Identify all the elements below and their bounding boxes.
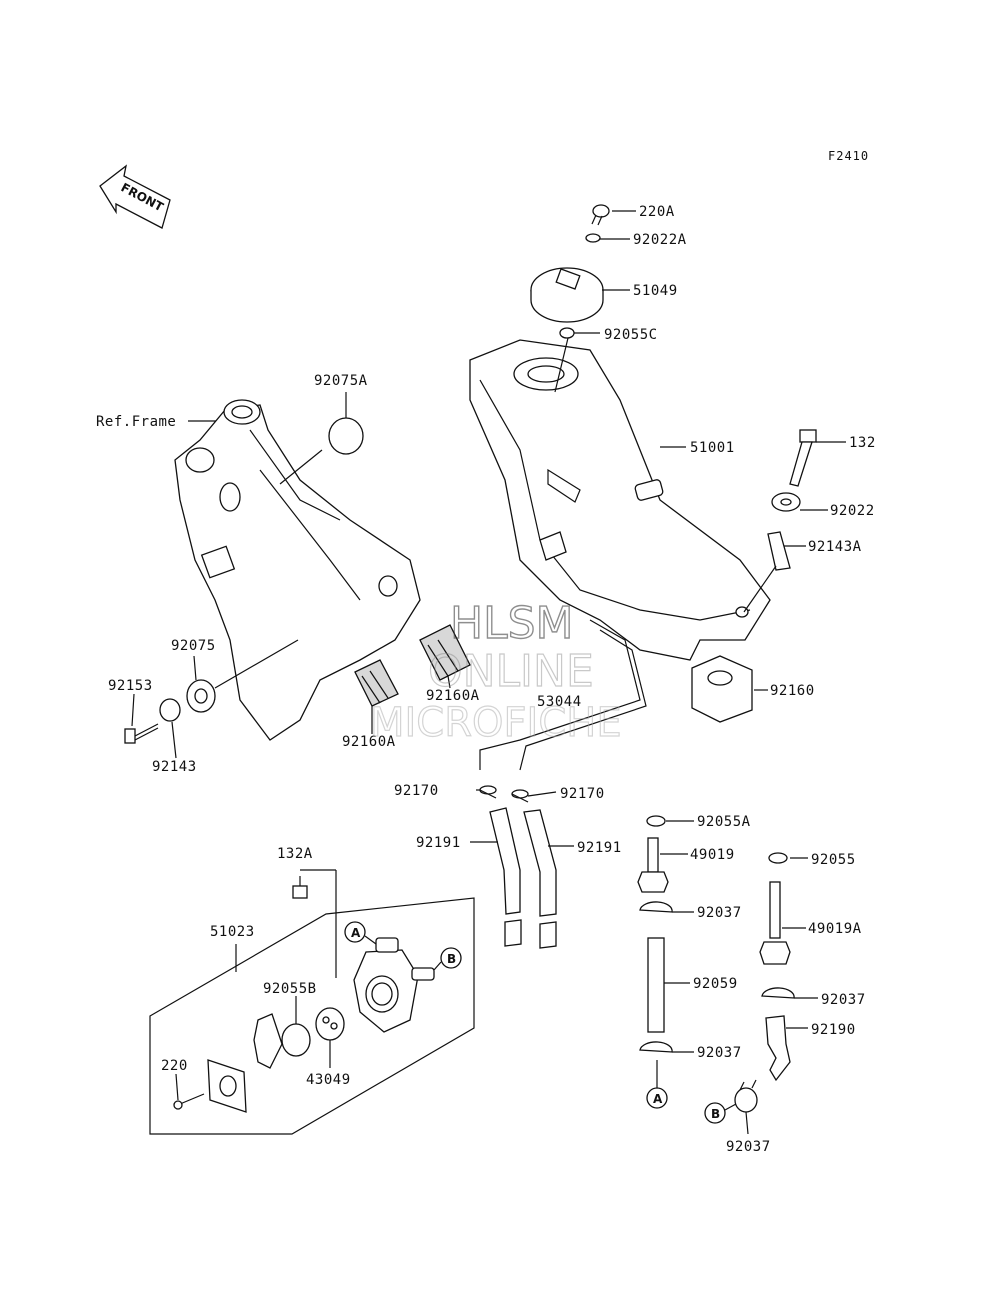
fuel-cock-body bbox=[353, 937, 435, 1033]
watermark-line-1: HLSM bbox=[450, 598, 574, 649]
label-92022a: 92022A bbox=[633, 232, 687, 248]
watermark-line-2: ONLINE bbox=[428, 646, 594, 697]
fuel-tank-51001 bbox=[469, 339, 771, 661]
label-92075: 92075 bbox=[171, 638, 216, 654]
label-92037-3: 92037 bbox=[697, 1045, 742, 1061]
label-92055b: 92055B bbox=[263, 981, 317, 997]
leader-lines bbox=[131, 210, 846, 1135]
callout-b-lower: B bbox=[704, 1102, 737, 1124]
label-92055: 92055 bbox=[811, 852, 856, 868]
label-92191-left: 92191 bbox=[416, 835, 461, 851]
label-92191-right: 92191 bbox=[577, 840, 622, 856]
front-arrow-icon: FRONT bbox=[99, 164, 171, 229]
label-92037-2: 92037 bbox=[821, 992, 866, 1008]
label-51023: 51023 bbox=[210, 924, 255, 940]
frame-drawing bbox=[174, 399, 421, 741]
washer-92022 bbox=[771, 492, 801, 512]
hose-92191-right bbox=[523, 809, 557, 949]
svg-text:A: A bbox=[351, 926, 361, 940]
label-92170-right: 92170 bbox=[560, 786, 605, 802]
clip-92037-b bbox=[734, 1079, 758, 1113]
label-92160a-upper: 92160A bbox=[426, 688, 480, 704]
callout-a-lower: A bbox=[646, 1060, 668, 1109]
label-43049: 43049 bbox=[306, 1072, 351, 1088]
label-49019: 49019 bbox=[690, 847, 735, 863]
label-92037-1: 92037 bbox=[697, 905, 742, 921]
fitting-49019 bbox=[637, 837, 669, 893]
screw-132a bbox=[292, 876, 308, 899]
gasket-43049 bbox=[315, 1007, 345, 1041]
watermark: HLSM ONLINE MICROFICHE bbox=[369, 597, 622, 746]
label-51049: 51049 bbox=[633, 283, 678, 299]
label-92055c: 92055C bbox=[604, 327, 658, 343]
grommet-92075 bbox=[186, 679, 216, 713]
label-92160: 92160 bbox=[770, 683, 815, 699]
part-labels: 220A 92022A 51049 92055C 51001 132 92022… bbox=[108, 204, 876, 1155]
rubber-92160a-lower bbox=[354, 659, 399, 707]
watermark-line-3: MICROFICHE bbox=[370, 700, 622, 746]
rubber-92160a-upper bbox=[419, 624, 471, 681]
fitting-49019a bbox=[759, 881, 791, 965]
label-92055a: 92055A bbox=[697, 814, 751, 830]
hose-92191-left bbox=[489, 807, 522, 947]
ref-frame-label: Ref.Frame bbox=[96, 414, 176, 430]
label-92022: 92022 bbox=[830, 503, 875, 519]
screw-220a bbox=[591, 204, 610, 226]
label-53044: 53044 bbox=[537, 694, 582, 710]
label-92160a-lower: 92160A bbox=[342, 734, 396, 750]
fuel-cap-51049 bbox=[530, 267, 604, 323]
callout-b-upper: B bbox=[433, 947, 462, 971]
label-92170-left: 92170 bbox=[394, 783, 439, 799]
hose-92190 bbox=[765, 1015, 791, 1082]
screw-220 bbox=[173, 1093, 205, 1110]
svg-text:B: B bbox=[447, 952, 456, 966]
bolt-92153 bbox=[124, 723, 159, 744]
label-51001: 51001 bbox=[690, 440, 735, 456]
label-92143a: 92143A bbox=[808, 539, 862, 555]
label-92037-4: 92037 bbox=[726, 1139, 771, 1155]
clip-92170-left bbox=[479, 785, 497, 799]
bolt-132 bbox=[789, 429, 817, 487]
label-92153: 92153 bbox=[108, 678, 153, 694]
label-92059: 92059 bbox=[693, 976, 738, 992]
label-132a: 132A bbox=[277, 846, 313, 862]
label-92143: 92143 bbox=[152, 759, 197, 775]
damper-92160 bbox=[691, 655, 753, 723]
clip-92170-right bbox=[511, 789, 529, 803]
svg-text:B: B bbox=[711, 1107, 720, 1121]
callout-a-upper: A bbox=[344, 921, 377, 945]
svg-text:A: A bbox=[653, 1092, 663, 1106]
label-220: 220 bbox=[161, 1058, 188, 1074]
label-132: 132 bbox=[849, 435, 876, 451]
label-49019a: 49019A bbox=[808, 921, 862, 937]
label-220a: 220A bbox=[639, 204, 675, 220]
label-92190: 92190 bbox=[811, 1022, 856, 1038]
label-92075a: 92075A bbox=[314, 373, 368, 389]
figure-code: F2410 bbox=[828, 149, 869, 163]
